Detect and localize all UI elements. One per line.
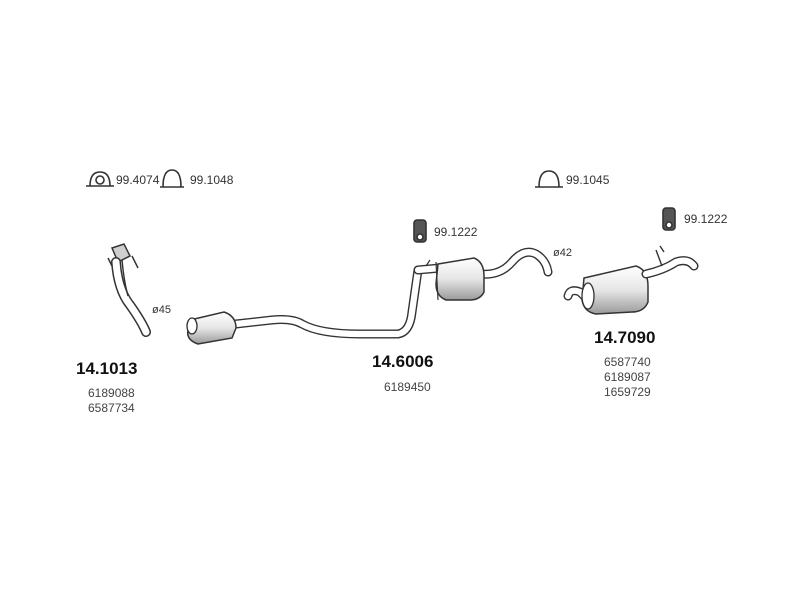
- front-pipe-14-1013: [107, 243, 151, 337]
- clamp-99-4074-icon: [86, 171, 114, 187]
- oem-list-rear-muffler: 6587740 6189087 1659729: [604, 355, 651, 400]
- oem-number: 6587734: [88, 401, 135, 415]
- clamp-99-4074-label: 99.4074: [116, 173, 160, 187]
- oem-number: 6189450: [384, 380, 431, 394]
- mount-rear-label: 99.1222: [684, 212, 728, 226]
- mount-middle-label: 99.1222: [434, 225, 478, 239]
- centre-pipe-14-6006: [186, 247, 553, 345]
- rubber-mount-middle-icon: [413, 219, 427, 243]
- oem-number: 6189088: [88, 386, 135, 400]
- clamp-99-1048-label: 99.1048: [190, 173, 234, 187]
- part-number-front-pipe: 14.1013: [76, 359, 138, 378]
- oem-list-front-pipe: 6189088 6587734: [88, 386, 135, 416]
- oem-list-centre-pipe: 6189450: [384, 380, 431, 395]
- clamp-99-1048-icon: [160, 169, 184, 188]
- diameter-front-label: ø45: [152, 304, 171, 316]
- part-number-centre-pipe: 14.6006: [372, 352, 434, 371]
- rear-muffler-14-7090: [563, 245, 699, 315]
- part-number-rear-muffler: 14.7090: [594, 328, 656, 347]
- oem-number: 1659729: [604, 385, 651, 399]
- clamp-99-1045-icon: [535, 170, 563, 188]
- clamp-99-1045-label: 99.1045: [566, 173, 610, 187]
- oem-number: 6189087: [604, 370, 651, 384]
- diameter-rear-label: ø42: [553, 247, 572, 259]
- oem-number: 6587740: [604, 355, 651, 369]
- rubber-mount-rear-icon: [662, 207, 676, 231]
